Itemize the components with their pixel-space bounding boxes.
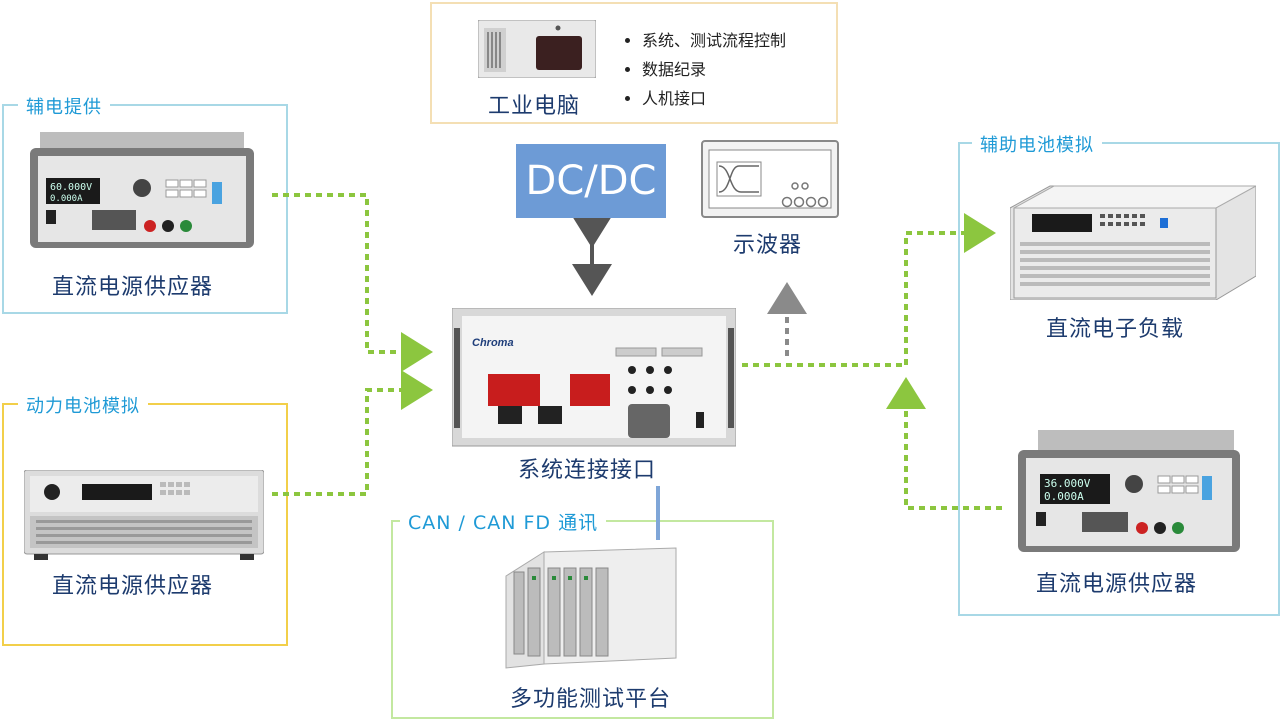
power-battery-frame-title: 动力电池模拟: [18, 392, 148, 418]
electronic-load-label: 直流电子负载: [1046, 317, 1185, 342]
connector-power-battery: [272, 370, 433, 496]
connector-from-supply: [886, 377, 1002, 510]
aux-supply-display-a: 0.000A: [50, 194, 83, 204]
aux-supply-frame: [2, 104, 288, 314]
ipc-bullet: 人机接口: [642, 84, 786, 113]
can-frame-title: CAN / CAN FD 通讯: [400, 508, 607, 535]
can-platform-label: 多功能测试平台: [510, 687, 672, 712]
ipc-image: [478, 20, 596, 78]
aux-supply-label: 直流电源供应器: [52, 275, 214, 300]
ipc-bullet: 数据纪录: [642, 55, 786, 84]
ipc-bullet-list: 系统、测试流程控制 数据纪录 人机接口: [622, 26, 786, 113]
ipc-bullet: 系统、测试流程控制: [642, 26, 786, 55]
dcdc-label: DC/DC: [525, 158, 657, 204]
oscilloscope-label: 示波器: [733, 233, 803, 258]
aux-supply-frame-title: 辅电提供: [18, 93, 110, 119]
right-supply-display-a: 0.000A: [1044, 490, 1084, 503]
right-supply-label: 直流电源供应器: [1036, 572, 1198, 597]
aux-supply-image: 60.000V 0.000A: [30, 130, 254, 248]
dcdc-box: DC/DC: [516, 144, 666, 218]
can-platform-image: [504, 546, 680, 670]
interface-image: Chroma: [452, 308, 736, 450]
power-battery-image: [24, 470, 264, 560]
electronic-load-image: [1010, 184, 1256, 300]
aux-battery-frame-title: 辅助电池模拟: [972, 131, 1102, 157]
aux-supply-display-v: 60.000V: [50, 182, 92, 193]
ipc-frame: [430, 2, 838, 124]
oscilloscope-image: [701, 140, 839, 218]
aux-battery-frame: [958, 142, 1280, 616]
right-supply-image: 36.000V 0.000A: [1018, 428, 1240, 552]
ipc-title: 工业电脑: [488, 94, 581, 119]
interface-label: 系统连接接口: [518, 458, 657, 483]
right-supply-display-v: 36.000V: [1044, 477, 1091, 490]
interface-brand: Chroma: [472, 337, 514, 349]
power-battery-label: 直流电源供应器: [52, 574, 214, 599]
connector-to-load: [904, 213, 996, 365]
connector-aux-supply: [272, 193, 433, 372]
